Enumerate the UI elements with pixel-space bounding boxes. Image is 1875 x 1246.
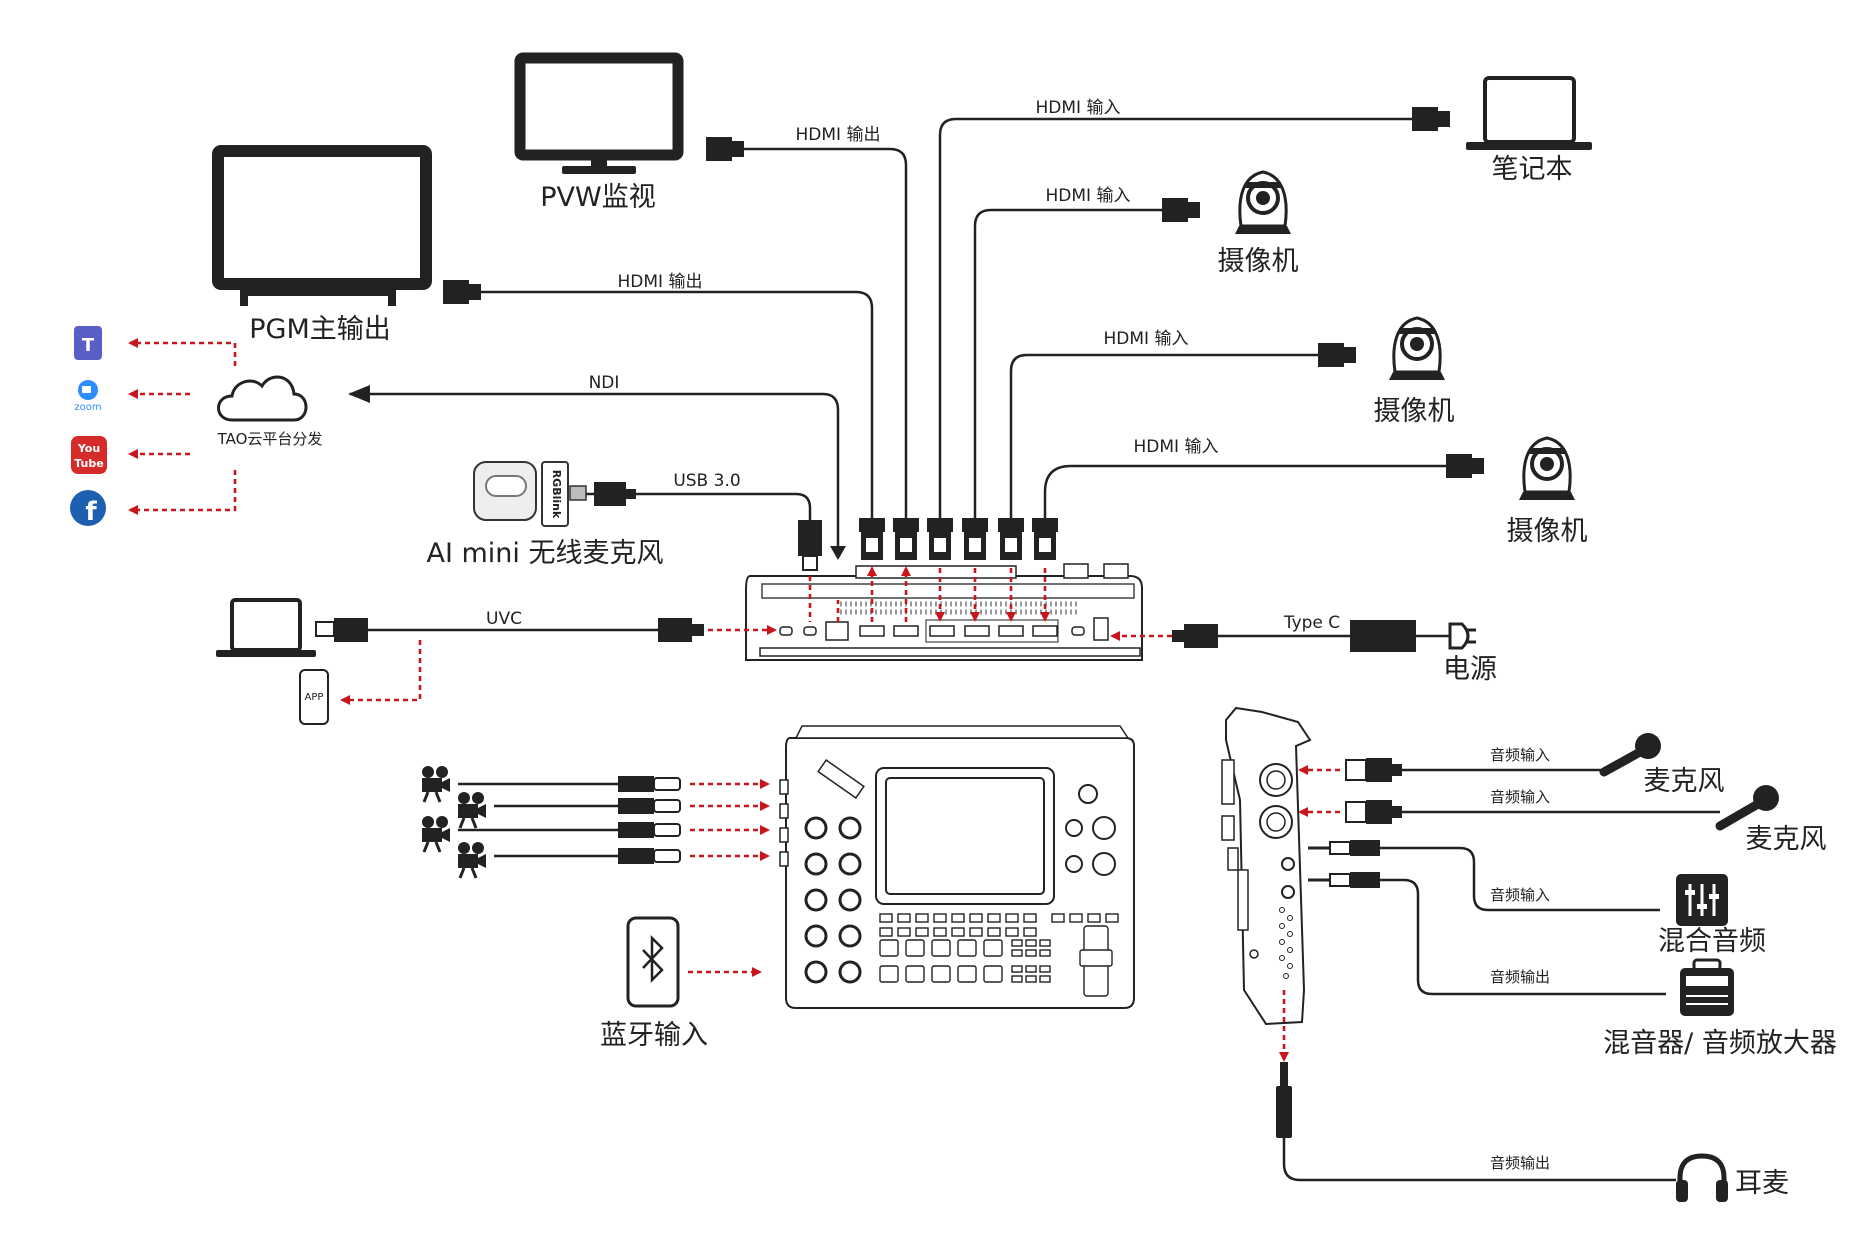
hdmi-plug-laptop — [1412, 107, 1438, 131]
bluetooth-icon — [642, 934, 664, 984]
microphone-1 — [1599, 733, 1661, 777]
ai-mic-label: AI mini 无线麦克风 — [426, 538, 663, 569]
rca-sources — [420, 764, 681, 880]
headset-jack — [1276, 1062, 1292, 1138]
svg-text:T: T — [82, 335, 95, 356]
hdmi-plug-cam2 — [1318, 343, 1344, 367]
ai-mini-mic: RGBlink — [473, 461, 587, 527]
cable-audio-out-amp: 音频输出 — [1490, 968, 1550, 986]
hdmi-plug-pvw — [706, 137, 732, 161]
headphones-icon — [1676, 1153, 1728, 1202]
cloud-label: TAO云平台分发 — [217, 430, 323, 448]
bluetooth-label: 蓝牙输入 — [600, 1020, 708, 1051]
cloud-icon — [217, 375, 308, 422]
switcher-rear-panel — [745, 563, 1143, 661]
pvw-label: PVW监视 — [540, 182, 655, 213]
hdmi-plug-pgm — [443, 280, 469, 304]
cable-audio-out-headset: 音频输出 — [1490, 1154, 1550, 1172]
amp-label: 混音器/ 音频放大器 — [1603, 1028, 1837, 1059]
camera-3-label: 摄像机 — [1507, 516, 1588, 547]
camera-1-label: 摄像机 — [1218, 246, 1299, 277]
xlr-plugs — [1345, 758, 1402, 824]
jack-plugs — [1308, 840, 1380, 888]
hdmi-plug-row — [859, 518, 1058, 560]
camera-1 — [1233, 170, 1293, 236]
cable-audio-in-mic1: 音频输入 — [1490, 746, 1550, 764]
cable-hdmi-in-cam2: HDMI 输入 — [1104, 329, 1189, 349]
zoom-icon: zoom — [74, 380, 102, 413]
switcher-top-view — [779, 725, 1135, 1009]
cable-hdmi-in-cam1: HDMI 输入 — [1046, 186, 1131, 206]
svg-text:APP: APP — [305, 692, 324, 703]
camera-2 — [1387, 316, 1447, 382]
cable-uvc: UVC — [486, 609, 522, 629]
cable-hdmi-out-pvw: HDMI 输出 — [796, 125, 881, 145]
switcher-side-view — [1221, 706, 1312, 1026]
cable-hdmi-in-laptop: HDMI 输入 — [1036, 98, 1121, 118]
cable-typec: Type C — [1283, 613, 1340, 633]
headset-label: 耳麦 — [1735, 1168, 1789, 1199]
pgm-monitor — [212, 145, 432, 306]
cable-audio-in-mixer: 音频输入 — [1490, 886, 1550, 904]
hdmi-plug-cam3 — [1446, 454, 1472, 478]
camera-3 — [1517, 436, 1577, 502]
usb-plug — [798, 520, 822, 556]
camera-2-label: 摄像机 — [1374, 396, 1455, 427]
cable-ndi: NDI — [589, 373, 620, 393]
amplifier-icon — [1680, 958, 1734, 1016]
svg-text:f: f — [85, 497, 97, 527]
phone-app: APP — [299, 669, 329, 725]
facebook-icon: f — [70, 490, 106, 527]
cable-hdmi-in-cam3: HDMI 输入 — [1134, 437, 1219, 457]
svg-text:Tube: Tube — [74, 457, 103, 470]
hdmi-plug-cam1 — [1162, 198, 1188, 222]
mixer-label: 混合音频 — [1658, 926, 1766, 957]
teams-icon: T — [74, 326, 102, 360]
microphone-2 — [1715, 785, 1779, 831]
mic-1-label: 麦克风 — [1644, 766, 1725, 797]
youtube-icon: You Tube — [71, 436, 107, 474]
laptop-label: 笔记本 — [1492, 154, 1573, 185]
pvw-monitor — [514, 52, 684, 174]
laptop-uvc — [216, 598, 316, 657]
power-adapter — [1350, 620, 1416, 652]
cable-usb: USB 3.0 — [673, 471, 740, 491]
rgblink-mark: RGBlink — [550, 470, 563, 519]
cable-audio-in-mic2: 音频输入 — [1490, 788, 1550, 806]
cable-hdmi-out-pgm: HDMI 输出 — [618, 272, 703, 292]
power-label: 电源 — [1443, 654, 1497, 685]
pgm-label: PGM主输出 — [249, 314, 391, 345]
bluetooth-phone — [626, 916, 680, 1008]
svg-text:zoom: zoom — [74, 402, 101, 413]
mic-2-label: 麦克风 — [1746, 824, 1827, 855]
audio-mixer-icon — [1676, 874, 1728, 926]
svg-text:You: You — [77, 442, 100, 455]
laptop-hdmi-source — [1466, 76, 1592, 150]
